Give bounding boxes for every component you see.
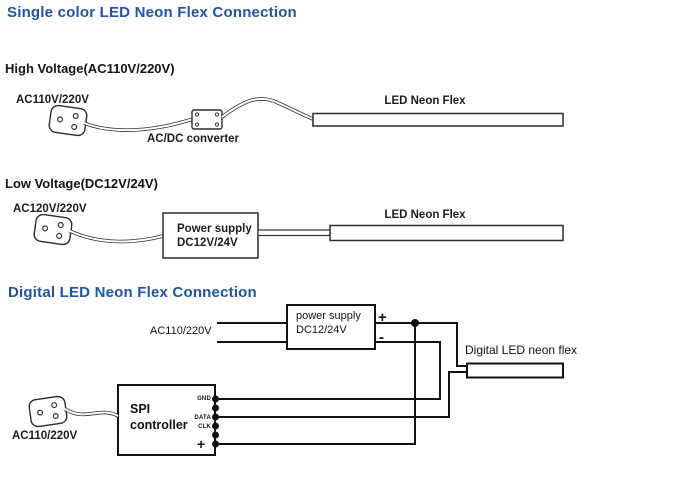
ac-dc-converter-box <box>191 109 223 130</box>
power-cable <box>220 97 314 121</box>
section-title-single-color: Single color LED Neon Flex Connection <box>7 4 297 21</box>
minus-symbol: - <box>379 329 384 346</box>
terminal-dot-clk <box>212 422 219 430</box>
plug-label-hv: AC110V/220V <box>16 94 89 106</box>
plus-symbol: + <box>378 309 387 326</box>
digital-led-neon-flex-bar <box>466 362 564 379</box>
data-wire <box>219 371 467 418</box>
terminal-dot-plus <box>212 440 219 448</box>
output-wire <box>257 229 331 237</box>
converter-label: AC/DC converter <box>147 133 240 145</box>
junction-dot <box>411 319 419 327</box>
plug-label-lv: AC120V/220V <box>13 203 87 215</box>
digital-power-supply-text: power supply DC12/24V <box>296 310 361 337</box>
ac-plug-icon <box>33 213 73 246</box>
power-supply-text: Power supply DC12V/24V <box>163 213 258 258</box>
digital-power-supply-line2: DC12/24V <box>296 323 347 336</box>
led-neon-flex-bar <box>312 112 564 127</box>
heading-high-voltage: High Voltage(AC110V/220V) <box>5 61 175 76</box>
terminal-label-plus: + <box>197 436 206 452</box>
minus-to-gnd-wire <box>219 341 441 400</box>
spi-controller-text: SPI controller <box>130 401 188 433</box>
ac-plug-icon <box>28 395 68 428</box>
power-cable <box>64 407 119 418</box>
spi-line1: SPI <box>130 402 151 416</box>
plug-label-digital: AC110/220V <box>12 430 78 442</box>
power-cable <box>69 229 164 244</box>
terminal-dot <box>212 431 219 439</box>
terminal-label-data: DATA <box>194 414 211 421</box>
power-supply-line2: DC12V/24V <box>177 236 238 249</box>
spi-line2: controller <box>130 418 188 432</box>
plus-rail-wire <box>375 322 467 367</box>
power-cable <box>83 117 194 132</box>
heading-low-voltage: Low Voltage(DC12V/24V) <box>5 176 158 191</box>
terminal-label-gnd: GND <box>197 396 211 402</box>
digital-power-supply-box <box>286 304 376 350</box>
terminal-dot-data <box>212 413 219 421</box>
ac-plug-icon <box>48 104 88 137</box>
terminal-dot <box>212 404 219 412</box>
power-supply-line1: Power supply <box>177 222 252 235</box>
digital-power-supply-line1: power supply <box>296 310 361 322</box>
section-title-digital: Digital LED Neon Flex Connection <box>8 284 257 301</box>
ac-input-label: AC110/220V <box>150 325 212 337</box>
spi-controller-box <box>117 384 216 456</box>
digital-flex-label: Digital LED neon flex <box>465 343 578 357</box>
plus-to-spi-wire <box>219 323 416 445</box>
flex-label-lv: LED Neon Flex <box>384 209 466 221</box>
terminal-dot-gnd <box>212 395 219 403</box>
led-neon-flex-bar <box>329 224 564 242</box>
terminal-label-clk: CLK <box>198 423 211 430</box>
flex-label-hv: LED Neon Flex <box>384 95 466 107</box>
